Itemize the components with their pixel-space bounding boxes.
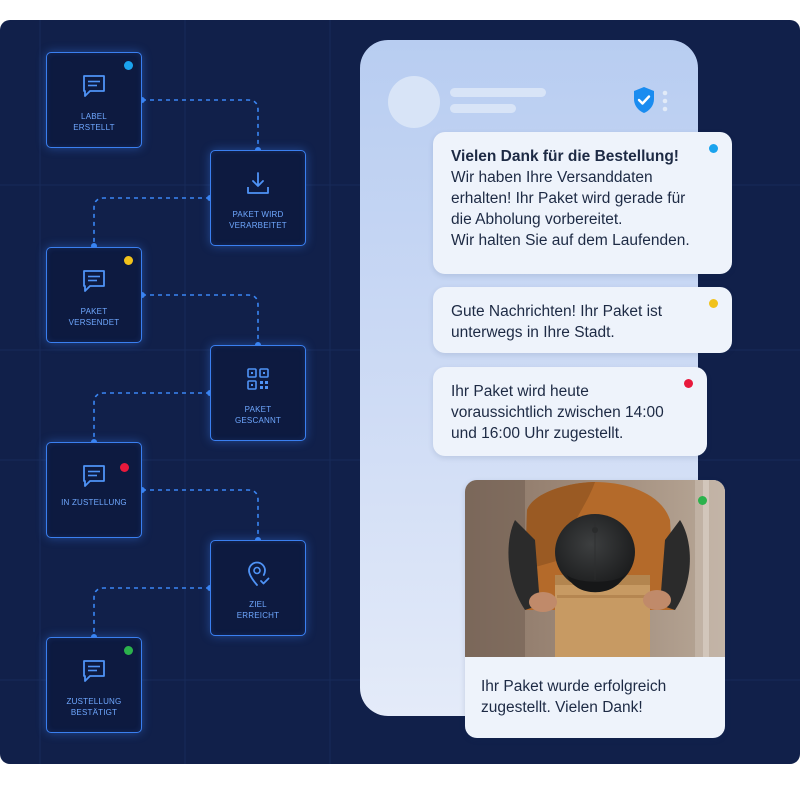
name-placeholder — [450, 88, 546, 97]
delivery-person-photo — [465, 480, 725, 657]
node-label: LABEL ERSTELLT — [73, 112, 115, 132]
connector-5 — [142, 489, 259, 540]
avatar-placeholder — [388, 76, 440, 128]
message-line: Ihr Paket wird heute — [451, 383, 589, 400]
message-line: Wir haben Ihre Versanddaten — [451, 169, 653, 186]
node-label: ZUSTELLUNG BESTÄTIGT — [66, 697, 122, 717]
message-line: voraussichtlich zwischen 14:00 — [451, 404, 664, 421]
status-dot-red — [684, 379, 693, 388]
node-paket-wird-verarbeitet[interactable]: PAKET WIRD VERARBEITET — [210, 150, 306, 246]
connector-4 — [93, 392, 210, 442]
delivery-photo-card: Ihr Paket wurde erfolgreich zugestellt. … — [465, 480, 725, 738]
node-label: ZIEL ERREICHT — [236, 600, 280, 620]
location-check-icon — [248, 561, 270, 586]
chat-icon — [83, 465, 105, 487]
connector-2 — [93, 197, 210, 246]
node-label: PAKET GESCANNT — [234, 405, 282, 425]
qr-code-icon — [247, 368, 269, 390]
node-in-zustellung[interactable]: IN ZUSTELLUNG — [46, 442, 142, 538]
caption-line: zugestellt. Vielen Dank! — [481, 699, 643, 716]
photo-caption: Ihr Paket wurde erfolgreich zugestellt. … — [481, 676, 713, 718]
connector-3 — [142, 294, 259, 345]
status-placeholder — [450, 104, 516, 113]
connector-1 — [142, 99, 259, 150]
chat-icon — [83, 75, 105, 97]
node-label: PAKET WIRD VERARBEITET — [229, 210, 287, 230]
node-paket-versendet[interactable]: PAKET VERSENDET — [46, 247, 142, 343]
node-label: PAKET VERSENDET — [68, 307, 120, 327]
message-line: die Abholung vorbereitet. — [451, 211, 623, 228]
chat-icon — [83, 270, 105, 292]
message-title: Vielen Dank für die Bestellung! — [451, 148, 679, 165]
node-paket-gescannt[interactable]: PAKET GESCANNT — [210, 345, 306, 441]
message-line: erhalten! Ihr Paket wird gerade für — [451, 190, 686, 207]
status-dot-red — [120, 463, 129, 472]
download-icon — [247, 172, 269, 194]
chat-icon — [83, 660, 105, 682]
shield-check-icon — [634, 87, 654, 113]
node-ziel-erreicht[interactable]: ZIEL ERREICHT — [210, 540, 306, 636]
message-line: Gute Nachrichten! Ihr Paket ist — [451, 303, 663, 320]
kebab-menu-icon[interactable] — [662, 90, 668, 112]
status-dot-blue — [124, 61, 133, 70]
message-line: und 16:00 Uhr zugestellt. — [451, 425, 624, 442]
node-zustellung-bestaetigt[interactable]: ZUSTELLUNG BESTÄTIGT — [46, 637, 142, 733]
message-line: unterwegs in Ihre Stadt. — [451, 324, 615, 341]
status-dot-green — [698, 496, 707, 505]
node-label-erstellt[interactable]: LABEL ERSTELLT — [46, 52, 142, 148]
caption-line: Ihr Paket wurde erfolgreich — [481, 678, 667, 695]
status-dot-blue — [709, 144, 718, 153]
message-bubble: Ihr Paket wird heute voraussichtlich zwi… — [433, 367, 707, 456]
status-dot-yellow — [124, 256, 133, 265]
message-bubble: Vielen Dank für die Bestellung! Wir habe… — [433, 132, 732, 274]
node-label: IN ZUSTELLUNG — [61, 498, 127, 507]
message-line: Wir halten Sie auf dem Laufenden. — [451, 232, 690, 249]
status-dot-yellow — [709, 299, 718, 308]
status-dot-green — [124, 646, 133, 655]
message-bubble: Gute Nachrichten! Ihr Paket ist unterweg… — [433, 287, 732, 353]
connector-6 — [93, 587, 210, 637]
